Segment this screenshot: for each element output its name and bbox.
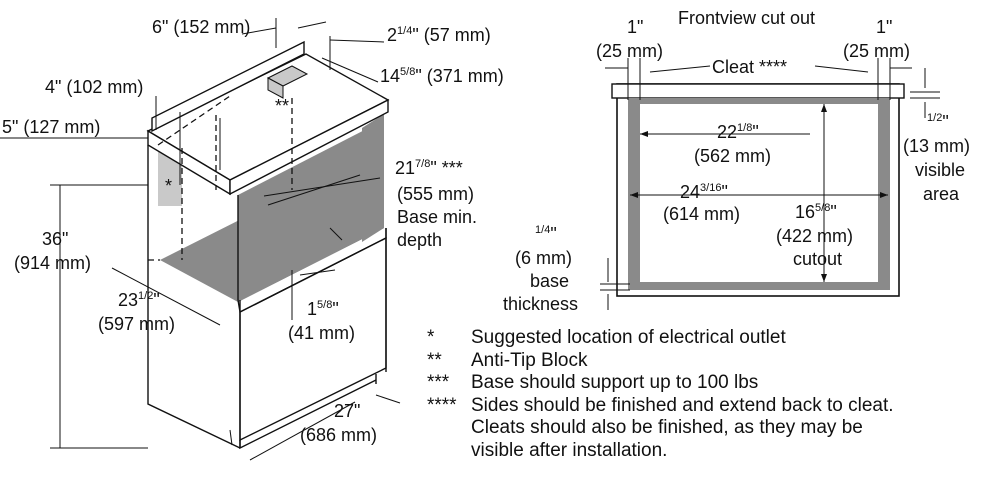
dim-21-7-8-mm: (555 mm) (397, 184, 474, 204)
dim-23-1-2-label: 231/2" (118, 290, 160, 310)
dim-21-7-8-base: Base min. (397, 207, 477, 227)
legend-item: *** Base should support up to 100 lbs (427, 372, 997, 395)
outlet-marker: * (165, 176, 172, 196)
dim-1in-right-mm: (25 mm) (843, 41, 910, 61)
legend-text: Anti-Tip Block (471, 349, 588, 371)
dim-1-4-thickness: thickness (503, 294, 578, 314)
dim-36in-mm: (914 mm) (14, 253, 91, 273)
cabinet-drawing: 6" (152 mm) 21/4" (57 mm) 145/8" (371 mm… (0, 17, 504, 461)
legend-text: Base should support up to 100 lbs (471, 372, 759, 393)
dim-27in-label: 27" (334, 401, 360, 421)
dim-24-3-16-label: 243/16" (680, 182, 728, 202)
legend-text: Suggested location of electrical outlet (471, 327, 786, 348)
legend-item: * Suggested location of electrical outle… (427, 327, 997, 350)
dim-1-2-area: area (923, 184, 960, 204)
notes-legend: * Suggested location of electrical outle… (427, 327, 997, 462)
cleat-label: Cleat **** (712, 57, 787, 77)
dim-1-2-mm: (13 mm) (903, 136, 970, 156)
dim-5in-label: 5" (127 mm) (2, 117, 100, 137)
dim-21-7-8-label: 217/8" *** (395, 158, 463, 178)
backsplash (151, 40, 305, 133)
dim-1-4-base: base (530, 271, 569, 291)
dim-1-5-8-label: 15/8" (307, 299, 339, 319)
cleat-strip (611, 83, 905, 99)
dim-1-4-mm: (6 mm) (515, 248, 572, 268)
outlet-location-panel (158, 150, 182, 206)
dim-1in-left-mm: (25 mm) (596, 41, 663, 61)
dim-4in-label: 4" (102 mm) (45, 77, 143, 97)
legend-mark: * (427, 327, 435, 348)
dim-16-5-8-label: 165/8" (795, 202, 837, 222)
legend-text: Sides should be finished and extend back… (471, 394, 894, 416)
dim-16-5-8-cutout: cutout (793, 249, 842, 269)
dim-2-1-4-label: 21/4" (57 mm) (387, 25, 491, 45)
frontview-drawing: Frontview cut out (503, 8, 970, 314)
dim-24-3-16-mm: (614 mm) (663, 204, 740, 224)
legend-item: **** Sides should be finished and extend… (427, 395, 997, 418)
anti-tip-block-side (267, 77, 284, 99)
inner-back-wall (238, 120, 384, 302)
frontview-title: Frontview cut out (678, 8, 815, 28)
dim-22-1-8-label: 221/8" (717, 122, 759, 142)
dim-14-5-8-label: 145/8" (371 mm) (380, 66, 504, 86)
dim-21-7-8-depth: depth (397, 230, 442, 250)
legend-mark: *** (427, 372, 450, 393)
legend-continuation: visible after installation. (471, 439, 668, 461)
dim-23-1-2-mm: (597 mm) (98, 314, 175, 334)
legend-continuation: Cleats should also be finished, as they … (471, 417, 863, 438)
dim-1in-right: 1" (876, 17, 892, 37)
countertop-right-edge (229, 98, 389, 196)
dim-36in-label: 36" (42, 229, 68, 249)
dim-6in-label: 6" (152 mm) (152, 17, 250, 37)
legend-item: ** Anti-Tip Block (427, 350, 997, 373)
dim-1-2-label: 1/2" (927, 112, 949, 132)
dim-1-2-visible: visible (915, 160, 965, 180)
dim-16-5-8-mm: (422 mm) (776, 226, 853, 246)
dim-1-4-label: 1/4" (535, 224, 557, 244)
dim-27in-mm: (686 mm) (300, 425, 377, 445)
legend-mark: ** (427, 349, 442, 371)
dim-1-5-8-mm: (41 mm) (288, 323, 355, 343)
dim-1in-left: 1" (627, 17, 643, 37)
anti-tip-marker: ** (275, 96, 289, 116)
legend-mark: **** (427, 394, 457, 416)
dim-22-1-8-mm: (562 mm) (694, 146, 771, 166)
